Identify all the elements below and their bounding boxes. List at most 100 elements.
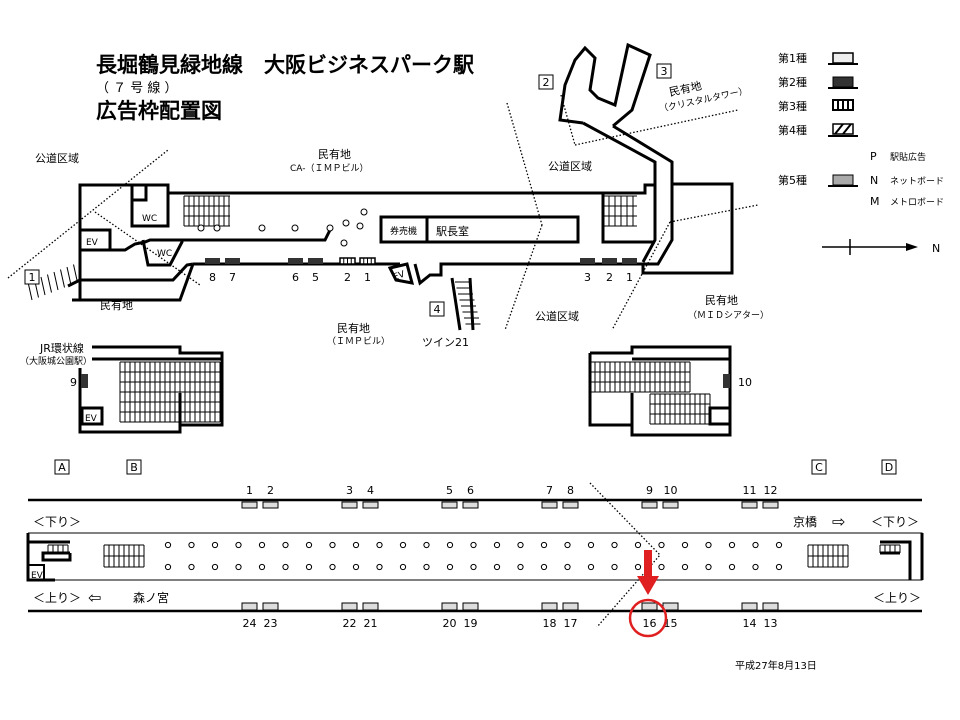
stairs-platform-east [807, 544, 849, 568]
platform-column [540, 541, 548, 549]
concourse-columns [197, 208, 368, 247]
ad-10 [723, 374, 730, 388]
platform-ad-14: 14 [741, 602, 758, 630]
legend-code-m: M [870, 195, 880, 208]
platform-columns [164, 541, 783, 571]
platform-ad-9: 9 [641, 484, 658, 509]
platform-ad-label: 11 [743, 484, 757, 497]
heading: 広告枠配置図 [96, 99, 222, 123]
svg-text:1: 1 [29, 271, 36, 284]
area-public-road-1: 公道区域 [35, 151, 79, 165]
platform-column [399, 541, 407, 549]
legend-code-m-label: メトロボード [890, 197, 944, 208]
platform-ad-11: 11 [741, 484, 758, 509]
exit-2[interactable]: 2 [538, 74, 554, 90]
stairs-east-building-lower [649, 393, 711, 425]
legend-type-3: 第3種 [778, 99, 807, 113]
east-stair-building [588, 345, 732, 437]
platform-column [211, 563, 219, 571]
ad-9 [81, 374, 88, 388]
platform-column [658, 563, 665, 571]
arrow-left-icon: ⇦ [88, 588, 101, 607]
svg-text:3: 3 [661, 65, 668, 78]
legend-code-n: N [870, 174, 878, 187]
exit-4[interactable]: 4 [429, 301, 445, 317]
platform-column [305, 541, 313, 549]
platform-ad-7: 7 [541, 484, 558, 509]
section-C: C [811, 459, 827, 475]
concourse-ad-east-3: 3 [580, 258, 595, 284]
platform-column [705, 563, 712, 571]
platform-ad-label: 21 [364, 617, 378, 630]
exit-3[interactable]: 3 [656, 63, 672, 79]
area-private-crystal: 民有地 [668, 78, 703, 99]
concourse-ad-1: 1 [359, 257, 376, 284]
platform-column [728, 541, 736, 549]
concourse-ad-label: 1 [626, 271, 633, 284]
platform-column [540, 563, 548, 571]
concourse-ad-6: 6 [288, 258, 303, 284]
platform-ad-label: 17 [564, 617, 578, 630]
platform-ad-label: 24 [243, 617, 257, 630]
type2-icon [832, 76, 854, 88]
jr-line-label: JR環状線 [39, 341, 84, 355]
platform-ad-17: 17 [562, 602, 579, 630]
legend-type-4: 第4種 [778, 123, 807, 137]
down-label-left: ＜下り＞ [33, 515, 81, 529]
section-A: A [54, 459, 70, 475]
dest-left: 森ノ宮 [133, 590, 169, 605]
concourse-ad-8: 8 [205, 258, 220, 284]
column [326, 224, 334, 232]
platform-ad-label: 13 [764, 617, 778, 630]
platform-ad-18: 18 [541, 602, 558, 630]
platform-column [611, 563, 618, 571]
platform-ad-label: 14 [743, 617, 757, 630]
platform-ad-20: 20 [441, 602, 458, 630]
platform-ad-label: 23 [264, 617, 278, 630]
ev-label-platform: EV [31, 571, 44, 581]
platform-column [634, 541, 642, 549]
ev-label-1: EV [86, 238, 99, 248]
platform-column [258, 541, 266, 549]
platform-column [752, 563, 759, 571]
legend-type-1: 第1種 [778, 51, 807, 65]
legend-type-5: 第5種 [778, 173, 807, 187]
platform-column [188, 541, 195, 549]
platform-ad-label: 22 [343, 617, 357, 630]
platform-column [681, 541, 689, 549]
legend: 第1種 第2種 第3種 第4種 P 駅貼広告 第5種 N ネットボード M メト… [778, 51, 944, 208]
ad-9-label: 9 [70, 376, 77, 389]
area-public-road-2: 公道区域 [548, 159, 592, 173]
column [360, 208, 368, 216]
area-ca-imp: CA-（ＩＭＰビル） [290, 163, 369, 174]
stairs-concourse-west [183, 195, 230, 227]
column [291, 224, 299, 232]
platform-column [775, 541, 783, 549]
section-label: B [130, 461, 138, 474]
platform-ad-23: 23 [262, 602, 279, 630]
platform-ad-label: 12 [764, 484, 778, 497]
stairs [27, 195, 901, 568]
section-label: C [815, 461, 823, 474]
platform-ad-label: 10 [664, 484, 678, 497]
platform-ad-label: 9 [646, 484, 653, 497]
platform-ad-1: 1 [241, 484, 258, 509]
platform-ad-label: 18 [543, 617, 557, 630]
concourse-ad-label: 5 [312, 271, 319, 284]
exit-1[interactable]: 1 [24, 269, 40, 285]
platform-column [376, 541, 383, 549]
ad-10-label: 10 [738, 376, 752, 389]
column [340, 239, 348, 247]
concourse-ad-label: 3 [584, 271, 591, 284]
platform-column [376, 563, 383, 571]
platform-column [564, 541, 571, 549]
area-boundaries [7, 94, 759, 331]
area-private-4: 民有地 [705, 293, 738, 307]
platform-column [282, 541, 289, 549]
date: 平成27年8月13日 [735, 659, 817, 672]
platform-ad-label: 5 [446, 484, 453, 497]
legend-type-2: 第2種 [778, 75, 807, 89]
concourse-ad-label: 6 [292, 271, 299, 284]
platform-column [329, 563, 336, 571]
